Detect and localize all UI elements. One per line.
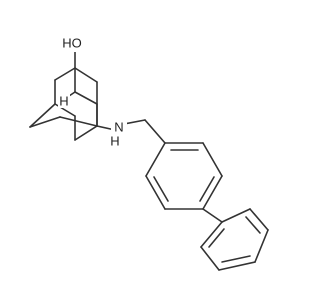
bond [123, 119, 146, 125]
bond [218, 261, 256, 271]
bridgehead-h-label: H [59, 94, 68, 109]
bond [199, 176, 215, 202]
benzene-ring-1 [145, 142, 223, 210]
bond [29, 103, 56, 128]
molecule-drawing: HO H N H [29, 35, 269, 271]
benzene-ring-2 [200, 208, 269, 271]
bond [202, 208, 223, 223]
bond [29, 116, 61, 128]
bond [145, 175, 166, 210]
atom-labels: HO H N H [58, 35, 127, 149]
bond [200, 221, 223, 248]
bond [153, 176, 169, 202]
bond [200, 246, 220, 271]
bond [221, 208, 251, 223]
bond [208, 228, 225, 248]
linker [123, 119, 166, 144]
bond [145, 142, 166, 177]
hydroxyl-label: HO [62, 36, 82, 51]
structure-canvas: HO H N H [29, 35, 269, 271]
bond [54, 67, 76, 81]
amine-label: N [114, 120, 123, 135]
bond [245, 216, 261, 234]
amine-h-label: H [110, 134, 119, 149]
bond [74, 125, 98, 141]
bond [254, 229, 269, 263]
bond [249, 208, 269, 231]
bond [202, 142, 223, 177]
bond [221, 255, 251, 263]
bond [202, 175, 223, 210]
bond [59, 116, 98, 127]
bond [74, 91, 98, 105]
adamantane-cage [29, 51, 116, 141]
bond [144, 119, 166, 144]
bond [74, 67, 98, 83]
